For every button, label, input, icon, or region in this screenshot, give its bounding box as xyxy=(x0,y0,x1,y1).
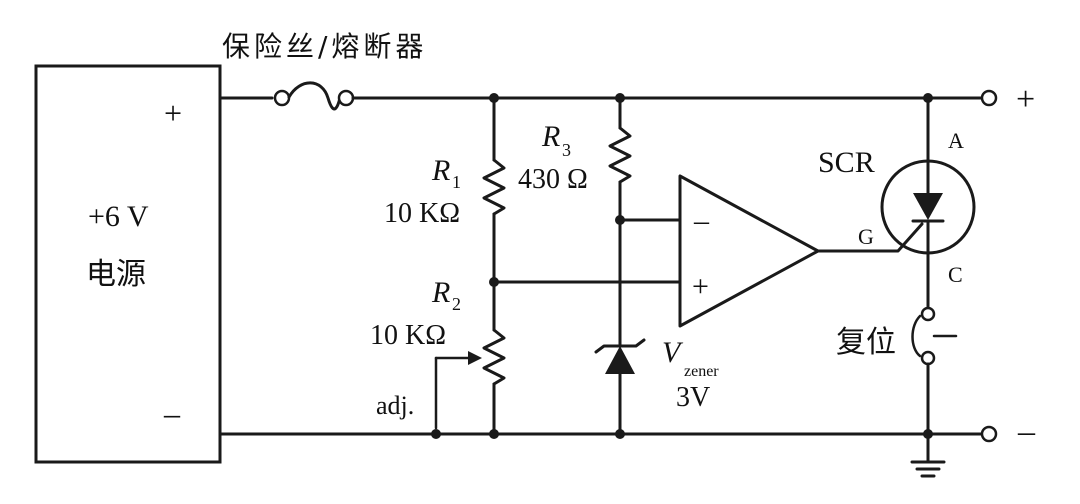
cathode-label: C xyxy=(948,262,963,287)
top-rail xyxy=(218,81,998,111)
r2-name: R xyxy=(431,276,450,309)
opamp-plus-label: + xyxy=(692,270,709,303)
fuse-label: 保险丝/熔断器 xyxy=(222,30,427,63)
r2-subscript: 2 xyxy=(452,294,461,314)
output-plus-label: + xyxy=(1016,81,1035,118)
zener-diode xyxy=(594,338,646,436)
zener-name: V xyxy=(662,336,684,369)
supply-plus-label: + xyxy=(164,95,182,131)
output-minus-label: – xyxy=(1017,413,1036,450)
power-supply-box xyxy=(34,64,222,464)
reset-label: 复位 xyxy=(836,325,896,360)
r3-subscript: 3 xyxy=(562,140,571,160)
gate-label: G xyxy=(858,224,874,249)
r3-value: 430 Ω xyxy=(518,164,588,195)
supply-name-label: 电源 xyxy=(86,257,146,292)
potentiometer-r2 xyxy=(434,328,506,436)
ground-symbol xyxy=(910,432,946,478)
r3-name: R xyxy=(541,120,560,153)
r1-name: R xyxy=(431,154,450,187)
bottom-rail xyxy=(218,425,998,443)
r2-value: 10 KΩ xyxy=(370,320,446,351)
scr-label: SCR xyxy=(818,146,875,179)
supply-minus-label: – xyxy=(163,395,181,431)
supply-voltage-label: +6 V xyxy=(88,200,149,233)
scr xyxy=(878,96,976,310)
reset-switch xyxy=(911,306,958,436)
op-amp xyxy=(678,174,882,328)
junction-dots xyxy=(431,93,933,439)
zener-subscript: zener xyxy=(684,363,719,380)
r1-subscript: 1 xyxy=(452,172,461,192)
resistor-r1 xyxy=(482,96,506,332)
r1-value: 10 KΩ xyxy=(384,198,460,229)
anode-label: A xyxy=(948,128,964,153)
opamp-minus-label: – xyxy=(693,204,710,237)
zener-value: 3V xyxy=(676,382,710,413)
adj-label: adj. xyxy=(376,391,414,420)
